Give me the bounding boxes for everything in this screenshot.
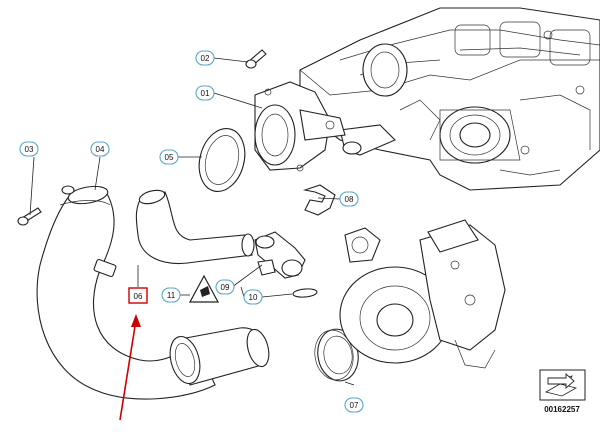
callout-09-label: 09 [221,283,230,292]
callout-05-label: 05 [165,153,174,162]
callout-06-highlighted[interactable]: 06 [128,287,148,304]
leader-lines [29,57,355,386]
callout-07[interactable]: 07 [344,397,364,413]
callout-05[interactable]: 05 [159,149,179,165]
callout-02-label: 02 [201,54,210,63]
part-02-screw [245,49,267,69]
intercooler-tube [169,327,270,386]
callout-11-label: 11 [167,291,176,300]
part-09-connector [254,231,318,298]
callout-09[interactable]: 09 [215,279,235,295]
callout-08[interactable]: 08 [339,191,359,207]
part-04-charge-pipe [36,185,216,400]
callout-10[interactable]: 10 [243,289,263,305]
warning-triangle-icon [188,274,220,303]
part-01-intake-adapter [254,81,346,172]
arrow-icon [547,373,575,389]
callout-08-label: 08 [345,195,354,204]
callout-07-label: 07 [350,401,359,410]
part-06-hose [135,189,255,264]
callout-02[interactable]: 02 [195,50,215,66]
part-08-clip [302,184,336,216]
reference-number: 00162257 [544,405,580,414]
callout-11[interactable]: 11 [161,287,181,303]
callout-04[interactable]: 04 [90,141,110,157]
part-07-seal-ring [314,328,359,382]
callout-06-label: 06 [134,292,143,301]
callout-10-label: 10 [249,293,258,302]
part-03-bolt [17,207,42,226]
callout-04-label: 04 [96,145,105,154]
turbocharger-illustration [339,219,506,369]
engine-head-illustration [299,7,600,191]
callout-03[interactable]: 03 [19,141,39,157]
part-05-gasket-ring [198,128,246,192]
reference-box: 00162257 [539,369,586,414]
highlight-arrow [119,314,141,421]
callout-01-label: 01 [201,89,210,98]
callout-03-label: 03 [25,145,34,154]
callout-01[interactable]: 01 [195,85,215,101]
